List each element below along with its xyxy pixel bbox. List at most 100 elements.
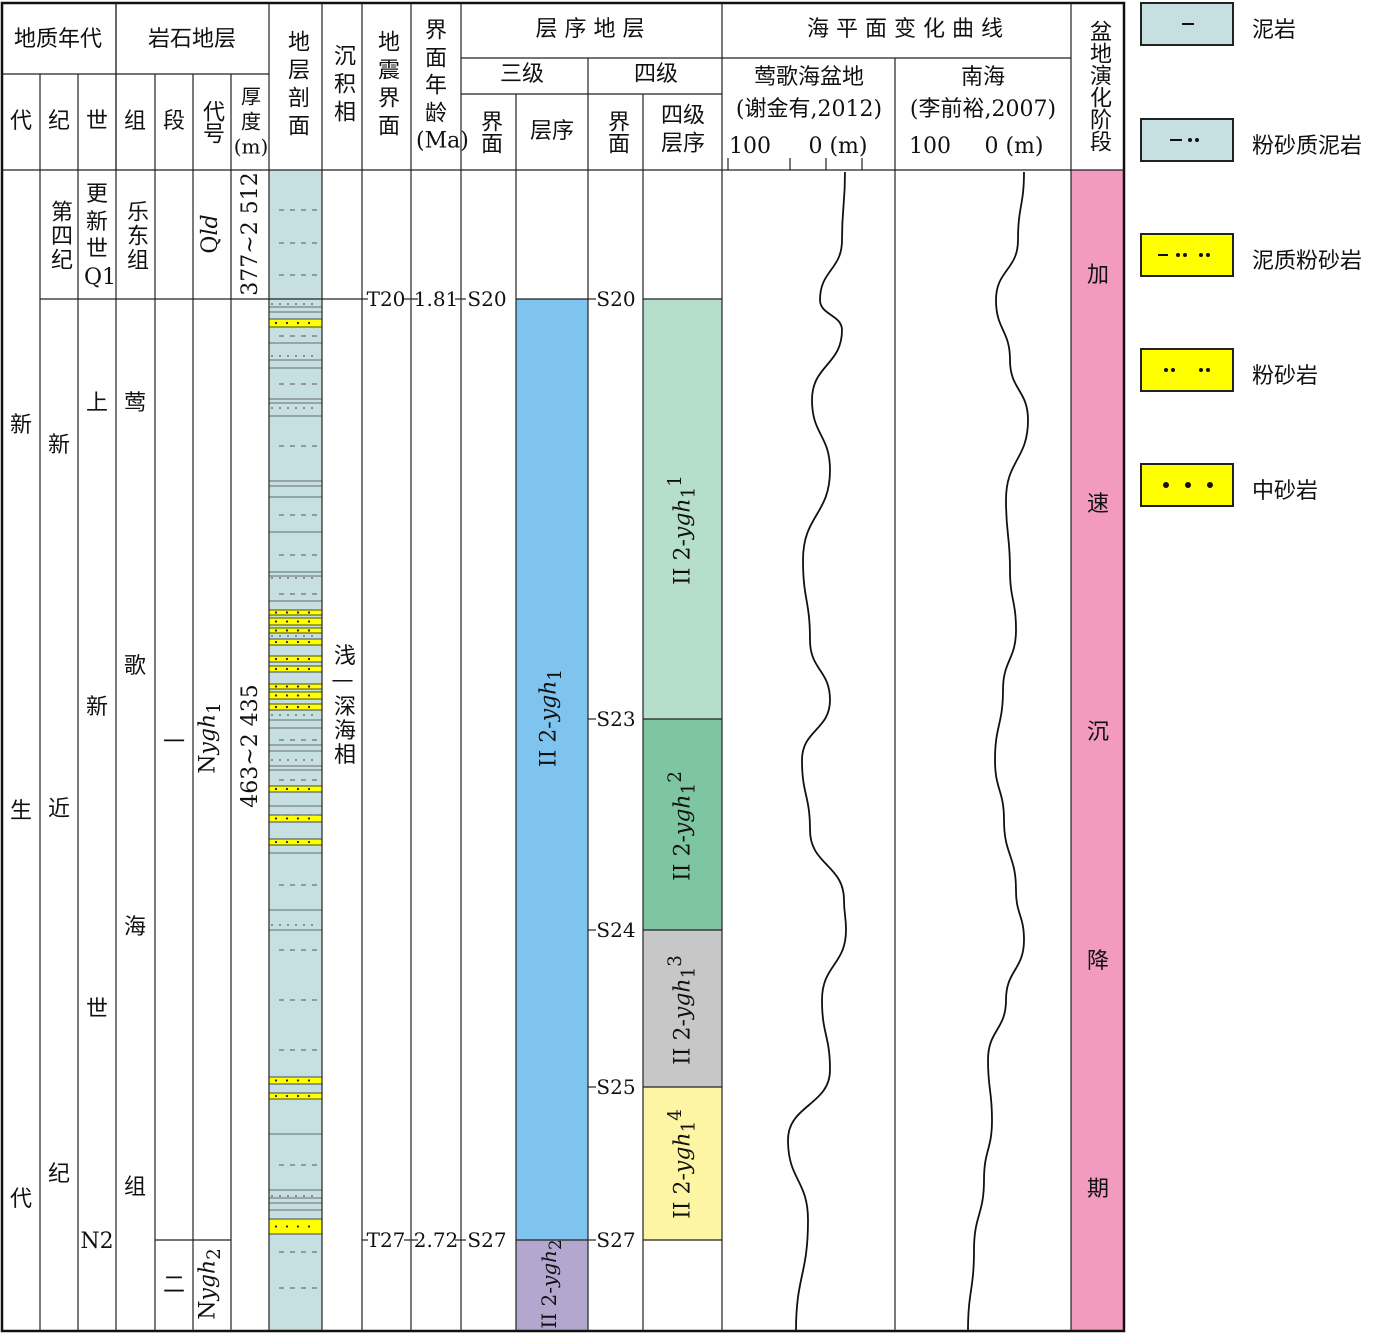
legend-item-medium-sandstone: 中砂岩	[1140, 463, 1372, 509]
lithology-dot	[285, 1225, 289, 1228]
lithology-silt-dot	[271, 924, 273, 926]
lithology-dot	[296, 620, 300, 623]
legend-label-silty-mudstone: 粉砂质泥岩	[1252, 134, 1363, 159]
epoch-char-2: 新	[85, 695, 109, 720]
header-facies: 沉积相	[330, 44, 355, 128]
lithology-silt-dot	[279, 303, 281, 305]
lithology-dot	[296, 787, 300, 791]
lithology-silt-dot	[295, 407, 297, 409]
stage-char-2: 速	[1086, 492, 1110, 517]
lithology-dot	[285, 611, 289, 614]
lithology-dot	[274, 321, 278, 325]
lithology-dot	[296, 1079, 300, 1082]
lithology-dot	[307, 787, 311, 791]
header-yinggehai-ref: (谢金有,2012)	[735, 97, 883, 122]
lithology-silt-dot	[271, 714, 273, 716]
header-geo-age: 地质年代	[13, 27, 103, 52]
lithology-silt-dot	[303, 407, 305, 409]
lithology-dot	[307, 840, 311, 844]
formation-char-1: 莺	[123, 391, 147, 416]
lithology-dot	[274, 705, 278, 709]
lithology-dot	[296, 840, 300, 844]
lithology-silt-dot	[311, 924, 313, 926]
lithology-silt-dot	[303, 355, 305, 357]
header-bound3: 界面	[477, 110, 502, 154]
lithology-dot	[274, 694, 278, 697]
lithology-silt-dot	[311, 635, 313, 637]
bound4-s27: S27	[596, 1228, 636, 1252]
lithology-dot	[307, 620, 311, 623]
period-char-1: 新	[47, 433, 71, 458]
member-2: 二	[162, 1273, 186, 1298]
seq4-block-1	[643, 299, 722, 719]
header-fourth: 四级	[633, 62, 679, 87]
lithology-silt-dot	[295, 759, 297, 761]
lithology-dot	[307, 685, 311, 688]
lithology-silt-dot	[287, 635, 289, 637]
lithology-dot	[307, 705, 311, 709]
bound3-s20: S20	[467, 287, 507, 311]
lithology-dot	[296, 629, 300, 632]
stage-char-4: 降	[1086, 949, 1110, 974]
sea-level-curve-nanhai	[967, 171, 1029, 1332]
lithology-silt-dot	[303, 303, 305, 305]
lithology-dot	[296, 321, 300, 325]
lithology-silt-dot	[303, 759, 305, 761]
stage-char-1: 加	[1086, 263, 1110, 288]
lithology-silt-dot	[287, 355, 289, 357]
seismic-t27: T27	[366, 1228, 406, 1252]
lithology-silt-dot	[295, 355, 297, 357]
lithology-silt-dot	[271, 635, 273, 637]
header-nanhai-ref: (李前裕,2007)	[909, 97, 1057, 122]
header-member: 段	[162, 109, 186, 134]
header-period: 纪	[47, 109, 71, 134]
bound3-s27: S27	[467, 1228, 507, 1252]
quaternary-thickness: 377~2 512	[238, 172, 263, 296]
lithology-dot	[285, 629, 289, 632]
legend-label-mudstone: 泥岩	[1252, 18, 1297, 43]
seismic-t20: T20	[366, 287, 406, 311]
bound4-s20: S20	[596, 287, 636, 311]
header-seq3: 层序	[529, 119, 575, 144]
lithology-dot	[274, 1225, 278, 1228]
lithology-dot	[307, 629, 311, 632]
lithology-silt-dot	[279, 924, 281, 926]
lithology-dot	[274, 629, 278, 632]
lithology-dot	[274, 840, 278, 844]
legend-label-medium-sandstone: 中砂岩	[1252, 479, 1319, 504]
member-1: 一	[162, 730, 186, 755]
lithology-dot	[307, 611, 311, 614]
header-formation: 组	[123, 109, 147, 134]
lithology-dot	[285, 620, 289, 623]
legend-swatch-silty-mudstone	[1140, 118, 1234, 162]
header-evolution: 盆地演化阶段	[1086, 20, 1111, 152]
lithology-silt-dot	[287, 303, 289, 305]
lithology-dot	[296, 611, 300, 614]
lithology-dot	[307, 1225, 311, 1228]
lithology-dot	[307, 1094, 311, 1098]
seq3-label-1: II 2-ygh1	[536, 668, 567, 768]
scale-yinggehai-0: 0 (m)	[808, 134, 868, 159]
lithology-silt-dot	[303, 924, 305, 926]
lithology-silt-dot	[287, 714, 289, 716]
lithology-silt-dot	[271, 759, 273, 761]
lithology-dot	[274, 1094, 278, 1098]
era-char-3: 代	[9, 1187, 33, 1212]
lithology-dot	[307, 694, 311, 697]
lithology-dot	[296, 817, 300, 820]
period-char-3: 纪	[47, 1162, 71, 1187]
quaternary-formation: 乐东组	[123, 200, 148, 272]
legend-swatch-mudstone	[1140, 2, 1234, 46]
lithology-silt-dot	[287, 759, 289, 761]
lithology-silt-dot	[295, 714, 297, 716]
lithology-silt-dot	[287, 577, 289, 579]
header-code: 代号	[199, 100, 224, 144]
seq3-block-1	[516, 299, 588, 1240]
member2-code: Nygh2	[195, 1248, 226, 1320]
lithology-dot	[307, 817, 311, 820]
legend-item-argillaceous-siltstone: 泥质粉砂岩	[1140, 233, 1372, 279]
lithology-dot	[296, 667, 300, 671]
legend-swatch-siltstone	[1140, 348, 1234, 392]
sea-level-curve-yinggehai	[787, 171, 847, 1332]
legend-item-siltstone: 粉砂岩	[1140, 348, 1372, 394]
